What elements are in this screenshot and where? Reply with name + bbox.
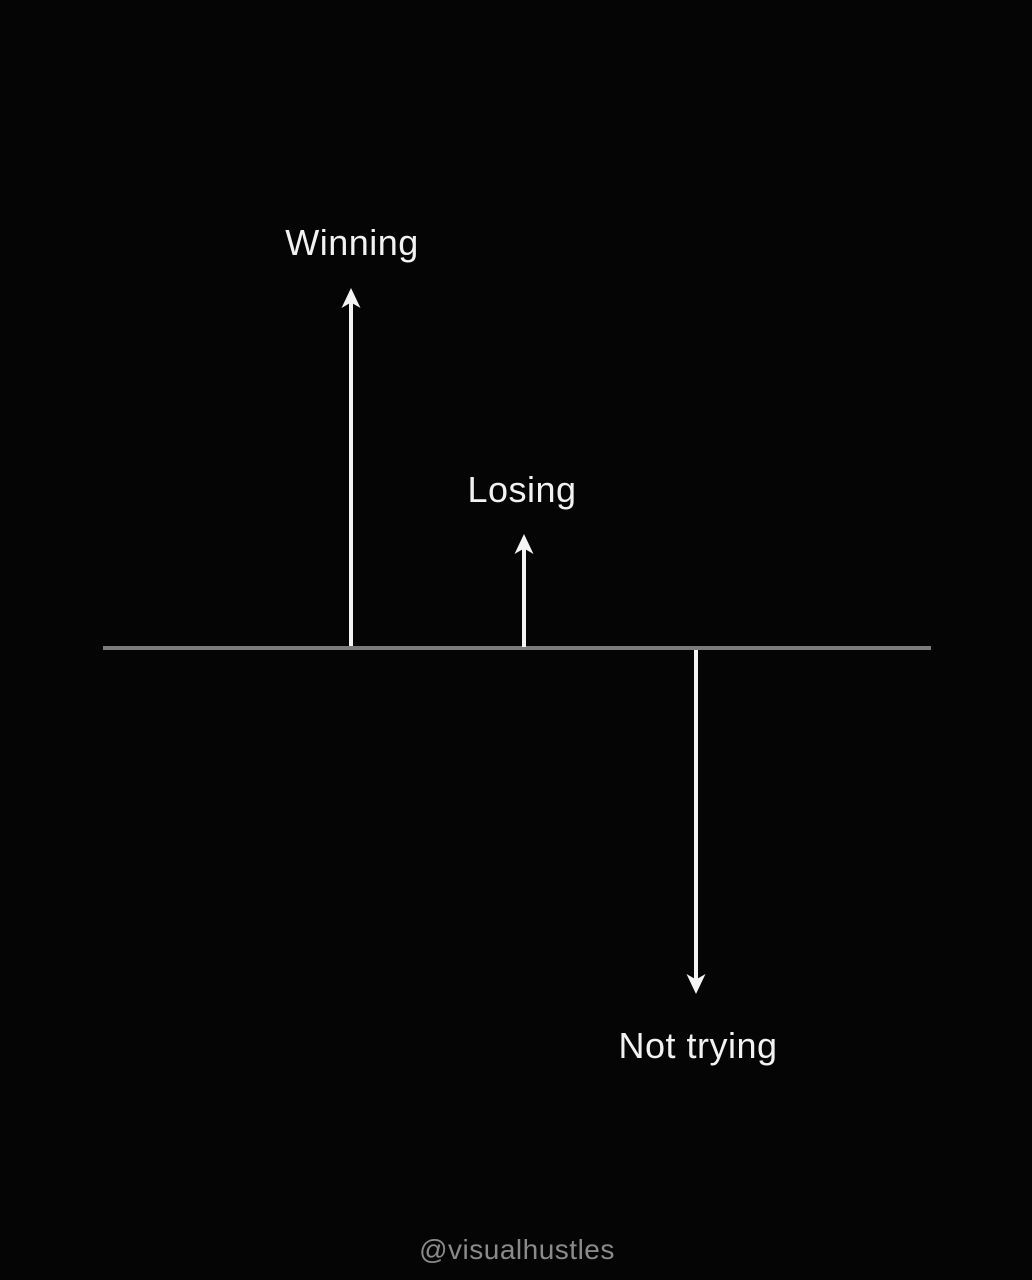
not-trying-arrow-head — [686, 974, 706, 994]
losing-label: Losing — [467, 469, 577, 510]
winning-arrow-head — [341, 288, 361, 308]
losing-arrow — [514, 534, 534, 647]
not-trying-arrow — [686, 650, 706, 994]
winning-arrow — [341, 288, 361, 646]
losing-arrow-head — [514, 534, 534, 554]
watermark-credit: @visualhustles — [419, 1234, 615, 1265]
not-trying-label: Not trying — [618, 1025, 778, 1066]
winning-label: Winning — [285, 222, 419, 263]
